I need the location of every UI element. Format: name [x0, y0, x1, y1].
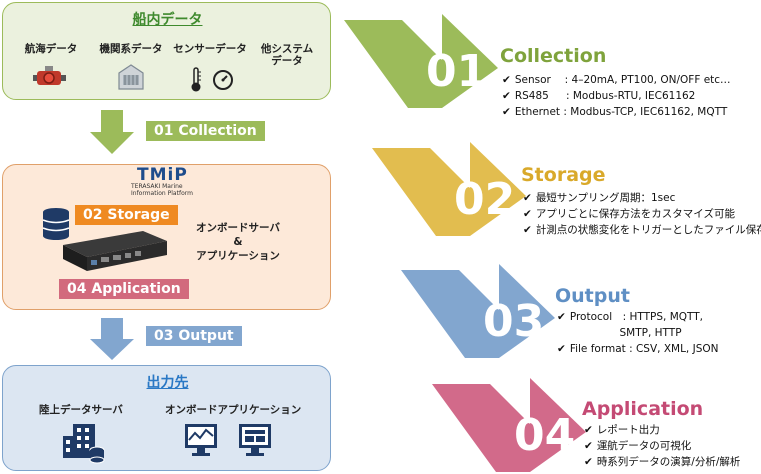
step-list-item: ✔最短サンプリング周期：1sec — [523, 190, 761, 206]
step-list-text: Ethernet : Modbus-TCP, IEC61162, MQTT — [514, 106, 728, 118]
step-list-item: ✔運航データの可視化 — [584, 438, 740, 454]
step-list-item: ✔Ethernet : Modbus-TCP, IEC61162, MQTT — [502, 104, 731, 120]
step-arrow-shape-collection — [344, 14, 498, 108]
step-list-collection: ✔Sensor : 4–20mA, PT100, ON/OFF etc…✔RS4… — [502, 72, 731, 120]
onboard-data-title: 船内データ — [132, 12, 203, 28]
building-icon — [63, 424, 105, 464]
source-label-other: 他システム データ — [260, 43, 314, 67]
onboard-server-device — [63, 231, 167, 271]
step-list-item: ✔File format : CSV, XML, JSON — [557, 341, 718, 357]
engine-icon — [118, 64, 144, 90]
step-arrow-collection — [344, 14, 498, 108]
source-label-sensor: センサーデータ — [173, 43, 247, 55]
step-list-text: File format : CSV, XML, JSON — [569, 343, 719, 355]
onboard-data-panel: 船内データ 航海データ 機関系データ センサーデータ 他システム データ — [2, 2, 331, 100]
step-list-item: ✔時系列データの演算/分析/解析 — [584, 454, 740, 470]
step-list-item: ✔レポート出力 — [584, 422, 740, 438]
thermometer-icon — [191, 67, 201, 92]
tmip-logo: TMiP — [137, 165, 188, 185]
step-list-item: ✔アプリごとに保存方法をカスタマイズ可能 — [523, 206, 761, 222]
step-list-text: アプリごとに保存方法をカスタマイズ可能 — [535, 208, 735, 220]
output-label: 03 Output — [146, 326, 242, 346]
step-list-application: ✔レポート出力✔運航データの可視化✔時系列データの演算/分析/解析 — [584, 422, 740, 470]
check-icon: ✔ — [502, 106, 511, 118]
step-number-storage: 02 — [454, 174, 516, 225]
app-monitor-icon — [239, 424, 271, 456]
check-icon: ✔ — [502, 74, 511, 86]
step-list-item: ✔Protocol : HTTPS, MQTT, SMTP, HTTP — [557, 309, 718, 341]
server-label: オンボードサーバ & アプリケーション — [196, 222, 280, 262]
compass-icon — [33, 66, 66, 85]
step-list-item: ✔Sensor : 4–20mA, PT100, ON/OFF etc… — [502, 72, 731, 88]
monitor-icon — [185, 424, 217, 456]
step-list-text: Protocol : HTTPS, MQTT, SMTP, HTTP — [569, 311, 704, 339]
destination-item-land-server: 陸上データサーバ — [39, 404, 123, 416]
platform-panel: TMiP TERASAKI Marine Information Platfor… — [2, 164, 331, 310]
storage-tag: 02 Storage — [75, 205, 178, 225]
step-list-text: RS485 : Modbus-RTU, IEC61162 — [514, 90, 696, 102]
output-down-arrow — [90, 318, 134, 360]
step-number-output: 03 — [483, 296, 545, 347]
database-icon — [42, 208, 70, 240]
step-arrow-application — [432, 378, 586, 472]
check-icon: ✔ — [502, 90, 511, 102]
step-arrow-shape-application — [432, 378, 586, 472]
step-arrow-shape-output — [401, 264, 555, 358]
check-icon: ✔ — [584, 424, 593, 436]
check-icon: ✔ — [584, 456, 593, 468]
destination-item-onboard-app: オンボードアプリケーション — [165, 404, 302, 416]
step-list-text: 最短サンプリング周期：1sec — [535, 192, 676, 204]
check-icon: ✔ — [557, 343, 566, 355]
step-number-collection: 01 — [426, 46, 488, 97]
destination-title: 出力先 — [146, 375, 189, 391]
step-list-item: ✔RS485 : Modbus-RTU, IEC61162 — [502, 88, 731, 104]
step-title-application: Application — [582, 398, 704, 420]
step-list-text: 計測点の状態変化をトリガーとしたファイル保存 — [535, 224, 761, 236]
step-list-text: Sensor : 4–20mA, PT100, ON/OFF etc… — [514, 74, 731, 86]
step-list-text: レポート出力 — [596, 424, 660, 436]
gauge-icon — [213, 70, 233, 90]
check-icon: ✔ — [523, 224, 532, 236]
tmip-logo-subtitle: TERASAKI Marine Information Platform — [131, 183, 193, 197]
step-list-text: 時系列データの演算/分析/解析 — [596, 456, 741, 468]
step-list-output: ✔Protocol : HTTPS, MQTT, SMTP, HTTP✔File… — [557, 309, 718, 357]
step-list-item: ✔計測点の状態変化をトリガーとしたファイル保存 — [523, 222, 761, 238]
step-arrow-shape-storage — [372, 142, 526, 236]
step-number-application: 04 — [514, 410, 576, 461]
application-tag: 04 Application — [59, 279, 189, 299]
check-icon: ✔ — [584, 440, 593, 452]
source-label-navigation: 航海データ — [24, 43, 78, 55]
collection-down-arrow — [90, 110, 134, 154]
step-title-collection: Collection — [500, 45, 607, 67]
step-arrow-storage — [372, 142, 526, 236]
collection-label: 01 Collection — [146, 121, 265, 141]
check-icon: ✔ — [557, 311, 566, 323]
check-icon: ✔ — [523, 208, 532, 220]
step-list-text: 運航データの可視化 — [596, 440, 692, 452]
step-title-output: Output — [555, 285, 630, 307]
source-label-engine: 機関系データ — [99, 43, 163, 55]
destination-panel: 出力先 陸上データサーバ オンボードアプリケーション — [2, 365, 331, 471]
step-title-storage: Storage — [521, 164, 606, 186]
step-arrow-output — [401, 264, 555, 358]
check-icon: ✔ — [523, 192, 532, 204]
step-list-storage: ✔最短サンプリング周期：1sec✔アプリごとに保存方法をカスタマイズ可能✔計測点… — [523, 190, 761, 238]
